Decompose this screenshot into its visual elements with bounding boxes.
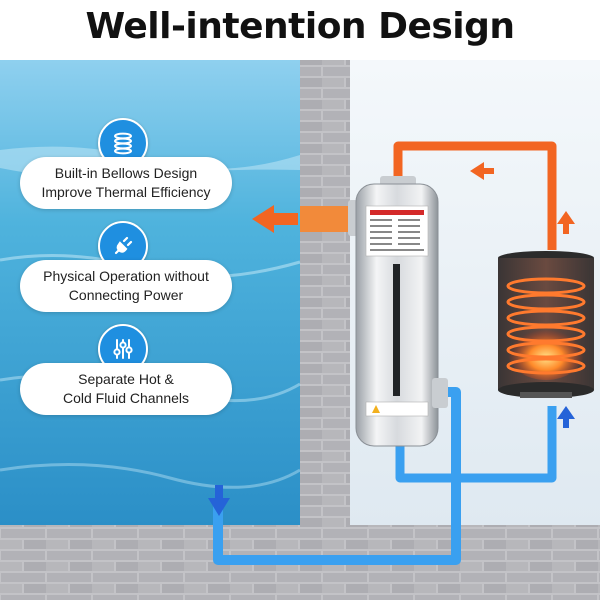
arrow-up-icon — [557, 406, 575, 428]
feature-line-1: Separate Hot & — [78, 371, 174, 387]
exchanger-bottom-nozzle — [432, 378, 448, 408]
feature-card-no-power: Physical Operation without Connecting Po… — [20, 260, 232, 312]
feature-card-separate-channels: Separate Hot & Cold Fluid Channels — [20, 363, 232, 415]
feature-line-2: Improve Thermal Efficiency — [41, 184, 211, 200]
hot-pipe — [393, 141, 557, 250]
heater-base-plate — [520, 392, 572, 398]
hot-outlet-pipe — [300, 206, 352, 232]
sliders-icon — [113, 339, 133, 359]
cold-pipe-heater-loop — [395, 406, 557, 483]
arrow-left-icon — [252, 205, 298, 233]
exchanger-center-strip — [393, 264, 400, 396]
feature-line-2: Cold Fluid Channels — [62, 390, 190, 406]
arrow-down-icon — [208, 485, 230, 516]
feature-line-1: Built-in Bellows Design — [54, 165, 198, 181]
feature-card-bellows: Built-in Bellows Design Improve Thermal … — [20, 157, 232, 209]
arrow-up-icon — [557, 211, 575, 234]
power-plug-icon — [114, 236, 133, 255]
arrow-left-icon — [470, 162, 494, 180]
page-title: Well-intention Design — [85, 6, 515, 47]
water-caustic — [0, 463, 301, 489]
heater-flame — [508, 324, 584, 380]
feature-line-2: Connecting Power — [68, 287, 184, 303]
feature-line-1: Physical Operation without — [43, 268, 209, 284]
spec-label-header — [370, 210, 424, 215]
warning-label — [365, 401, 429, 417]
spring-coil-icon — [114, 132, 132, 155]
heater-coil — [506, 277, 586, 375]
